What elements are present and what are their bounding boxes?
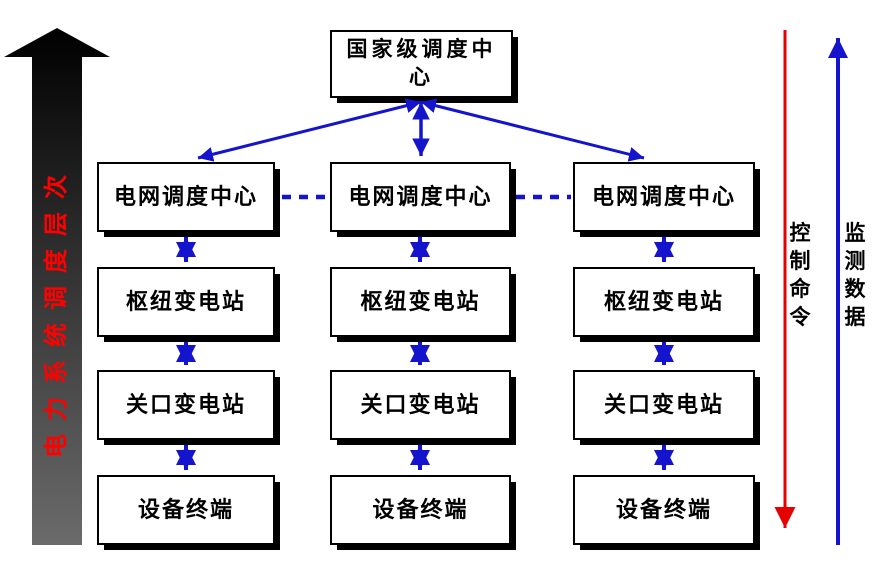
monitor-data-label: 监测数据 xyxy=(844,222,866,329)
node-device-terminal-right: 设备终端 xyxy=(573,475,755,545)
node-device-terminal-left: 设备终端 xyxy=(97,475,275,545)
up-arrow-shape xyxy=(4,28,110,545)
node-hub-substation-right: 枢纽变电站 xyxy=(573,267,755,337)
axis-label: 电力系统调度层次 xyxy=(43,162,70,458)
node-device-terminal-middle: 设备终端 xyxy=(330,475,511,545)
node-gateway-substation-left: 关口变电站 xyxy=(97,370,275,440)
node-national-center: 国家级调度中心 xyxy=(330,30,513,98)
hierarchy-axis-arrow xyxy=(4,28,110,545)
node-hub-substation-left: 枢纽变电站 xyxy=(97,267,275,337)
node-grid-center-middle: 电网调度中心 xyxy=(330,162,511,232)
node-gateway-substation-middle: 关口变电站 xyxy=(330,370,511,440)
link-national-left xyxy=(197,98,422,162)
control-command-label: 控制命令 xyxy=(789,222,811,329)
node-hub-substation-middle: 枢纽变电站 xyxy=(330,267,511,337)
node-gateway-substation-right: 关口变电站 xyxy=(573,370,755,440)
link-national-right xyxy=(420,98,645,162)
node-grid-center-left: 电网调度中心 xyxy=(97,162,275,232)
node-grid-center-right: 电网调度中心 xyxy=(573,162,755,232)
